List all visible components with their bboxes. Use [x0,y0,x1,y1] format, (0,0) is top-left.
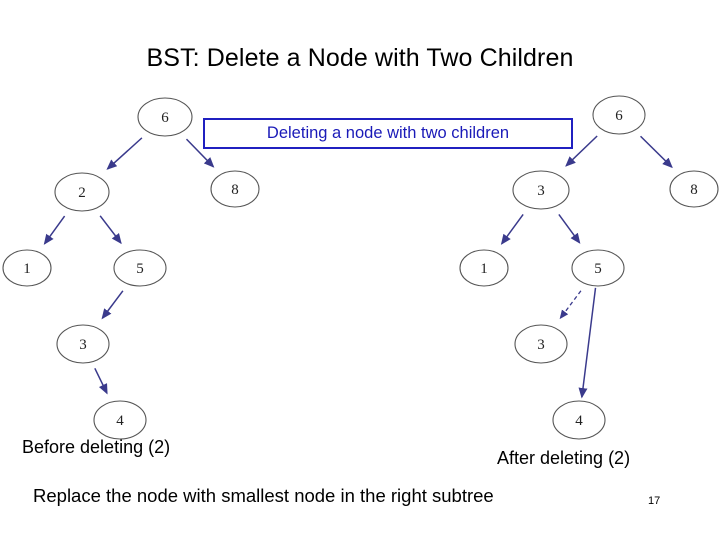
tree-node: 4 [552,400,606,440]
tree-edges-before [43,137,215,395]
tree-edge [185,138,215,168]
tree-node-circle [137,97,193,137]
tree-node: 4 [93,400,147,440]
tree-node-circle [54,172,110,212]
tree-node-label: 3 [537,183,545,199]
tree-edge [565,135,598,167]
tree-node: 5 [113,249,167,287]
tree-edge [101,290,124,320]
tree-node: 3 [514,324,568,364]
tree-node-circle [2,249,52,287]
tree-node-label: 3 [79,337,87,353]
tree-node: 3 [512,170,570,210]
tree-node: 8 [210,170,260,208]
tree-nodes-after: 6 3 8 1 5 3 4 [459,95,719,440]
tree-node-label: 2 [78,185,86,201]
callout-label: Deleting a node with two children [266,124,510,142]
tree-node-circle [514,324,568,364]
tree-node: 6 [592,95,646,135]
tree-node-circle [552,400,606,440]
tree-node-label: 1 [480,261,488,277]
caption-after-deleting: After deleting (2) [497,448,631,468]
tree-edge [559,290,582,320]
page-number: 17 [648,495,661,507]
tree-node: 8 [669,170,719,208]
tree-edge [43,215,66,245]
tree-node: 1 [2,249,52,287]
tree-node-label: 6 [615,108,623,124]
callout-box: Deleting a node with two children [203,118,573,149]
tree-node-label: 4 [575,413,583,429]
tree-node-circle [210,170,260,208]
tree-edge [578,287,597,399]
tree-node-label: 8 [231,182,239,198]
tree-node-label: 5 [136,261,144,277]
tree-node-circle [512,170,570,210]
tree-node-circle [56,324,110,364]
tree-node: 2 [54,172,110,212]
tree-node-circle [459,249,509,287]
tree-edge [558,213,581,244]
tree-node-label: 1 [23,261,31,277]
tree-node: 6 [137,97,193,137]
tree-node-circle [571,249,625,287]
tree-node-label: 5 [594,261,602,277]
tree-node-label: 3 [537,337,545,353]
tree-node-circle [669,170,719,208]
tree-node: 1 [459,249,509,287]
tree-nodes-before: 6 2 8 1 5 3 4 [2,97,260,440]
tree-node-circle [113,249,167,287]
caption-before-deleting: Before deleting (2) [22,437,171,457]
tree-edge [500,213,524,245]
tree-edge [640,135,673,169]
tree-edge [106,137,143,170]
tree-edge [99,215,122,245]
tree-node-label: 8 [690,182,698,198]
tree-node-circle [592,95,646,135]
tree-edges-after [500,135,673,399]
tree-edge [94,367,108,395]
tree-node-label: 4 [116,413,124,429]
tree-node-circle [93,400,147,440]
tree-node-label: 6 [161,110,169,126]
tree-node: 3 [56,324,110,364]
tree-node: 5 [571,249,625,287]
bottom-note: Replace the node with smallest node in t… [33,485,494,506]
page-title: BST: Delete a Node with Two Children [146,44,574,72]
